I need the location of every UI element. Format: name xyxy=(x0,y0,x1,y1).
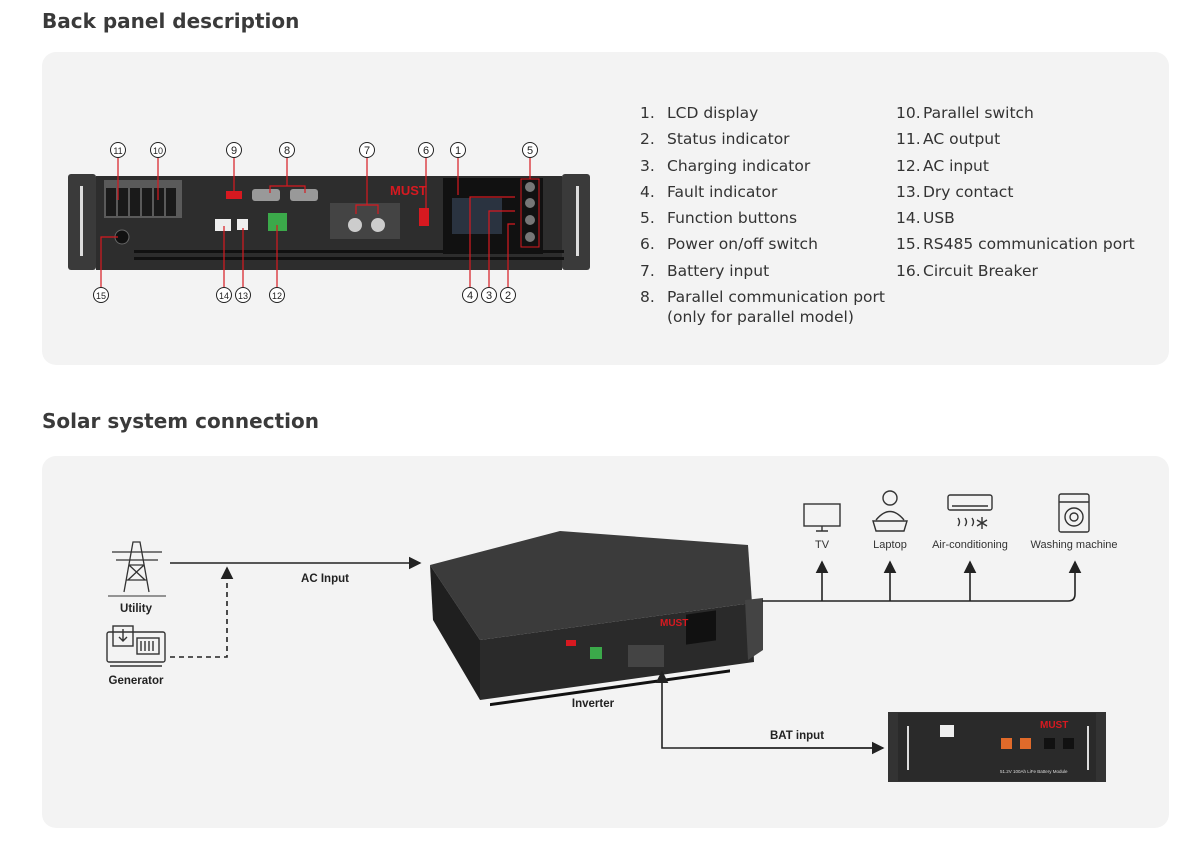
svg-text:TV: TV xyxy=(815,539,830,551)
svg-text:4: 4 xyxy=(467,290,473,302)
solar-title: Solar system connection xyxy=(42,409,319,433)
svg-text:51.2V 100Ah LiFe Battery Modul: 51.2V 100Ah LiFe Battery Module xyxy=(1000,769,1068,774)
svg-text:14: 14 xyxy=(219,291,229,301)
list-item: 16.Circuit Breaker xyxy=(896,261,1038,280)
svg-text:MUST: MUST xyxy=(390,183,427,198)
list-item: 3.Charging indicator xyxy=(640,156,811,175)
inverter-image: MUST xyxy=(430,531,763,707)
laptop-user-icon xyxy=(872,490,908,532)
component-list-2: 10.Parallel switch 11.AC output 12.AC in… xyxy=(896,104,1135,288)
svg-text:12: 12 xyxy=(272,291,282,301)
list-item: 7.Battery input xyxy=(640,261,770,280)
generator-icon xyxy=(106,625,166,667)
list-item: 14.USB xyxy=(896,209,955,228)
list-item: 1.LCD display xyxy=(640,104,759,122)
svg-text:13: 13 xyxy=(238,291,248,301)
svg-text:Utility: Utility xyxy=(120,603,153,615)
list-item: 10.Parallel switch xyxy=(896,104,1034,122)
component-list-1: 1.LCD display 2.Status indicator 3.Charg… xyxy=(640,104,885,335)
svg-text:11: 11 xyxy=(113,146,122,156)
svg-text:8: 8 xyxy=(284,145,290,157)
washing-machine-icon xyxy=(1058,493,1090,533)
inverter-back-panel-image: MUST xyxy=(68,174,590,270)
svg-text:MUST: MUST xyxy=(660,618,688,629)
svg-text:Inverter: Inverter xyxy=(572,698,615,710)
svg-text:5: 5 xyxy=(527,145,533,157)
svg-text:Washing machine: Washing machine xyxy=(1030,539,1117,551)
list-item: 12.AC input xyxy=(896,156,989,175)
svg-text:7: 7 xyxy=(364,145,370,157)
list-item: 13.Dry contact xyxy=(896,182,1014,201)
list-item: 2.Status indicator xyxy=(640,130,790,149)
air-conditioner-icon xyxy=(947,494,993,529)
back-panel-title: Back panel description xyxy=(42,9,300,33)
svg-text:Generator: Generator xyxy=(109,675,164,687)
svg-text:2: 2 xyxy=(505,290,511,302)
list-item: 11.AC output xyxy=(896,130,1001,149)
tv-icon xyxy=(803,503,841,532)
svg-text:Air-conditioning: Air-conditioning xyxy=(932,539,1008,551)
utility-tower-icon xyxy=(108,541,166,597)
svg-text:9: 9 xyxy=(231,145,237,157)
list-item: 4.Fault indicator xyxy=(640,182,778,201)
list-item-note: (only for parallel model) xyxy=(667,308,854,327)
svg-text:15: 15 xyxy=(96,291,106,301)
list-item: 6.Power on/off switch xyxy=(640,235,818,254)
svg-text:10: 10 xyxy=(153,146,163,156)
list-item: 8.Parallel communication port xyxy=(640,288,885,307)
svg-text:6: 6 xyxy=(423,145,429,157)
svg-text:Laptop: Laptop xyxy=(873,539,907,551)
svg-text:AC Input: AC Input xyxy=(301,573,349,585)
battery-module-image: MUST 51.2V 100Ah LiFe Battery Module xyxy=(888,712,1106,782)
svg-text:1: 1 xyxy=(455,145,461,157)
list-item: 5.Function buttons xyxy=(640,209,798,228)
list-item: 15.RS485 communication port xyxy=(896,235,1135,254)
svg-text:BAT input: BAT input xyxy=(770,730,824,742)
svg-text:MUST: MUST xyxy=(1040,720,1068,731)
svg-text:3: 3 xyxy=(486,290,492,302)
